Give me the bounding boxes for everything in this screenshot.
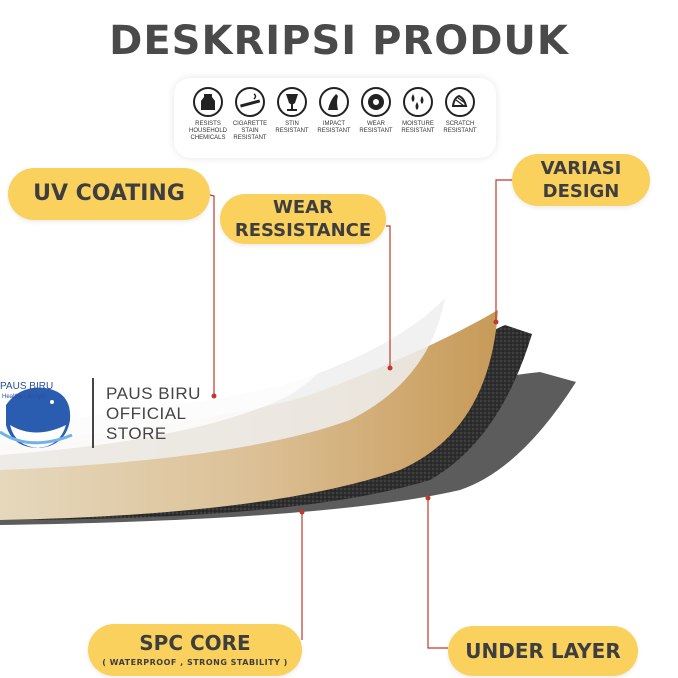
under-layer-leader [427, 498, 448, 649]
variasi-leader [495, 179, 512, 322]
impact-resistant-icon [319, 87, 349, 117]
stain-resistant-icon [277, 87, 307, 117]
feature-chemicals: RESISTS HOUSEHOLD CHEMICALS [188, 86, 228, 142]
scratch-resistant-icon [445, 87, 475, 117]
variasi-design-label: VARIASI DESIGN [512, 154, 650, 206]
feature-scratch: SCRATCH RESISTANT [440, 86, 480, 135]
feature-moisture: MOISTURE RESISTANT [398, 86, 438, 135]
feature-wear: WEAR RESISTANT [356, 86, 396, 135]
feature-cigarette: CIGARETTE STAIN RESISTANT [230, 86, 270, 142]
wear-resistant-icon [361, 87, 391, 117]
feature-stain: STIN RESISTANT [272, 86, 312, 135]
wear-resistance-label: WEAR RESSISTANCE [220, 194, 386, 244]
uv-coating-sheet [0, 308, 355, 455]
feature-impact: IMPACT RESISTANT [314, 86, 354, 135]
page-title: DESKRIPSI PRODUK [109, 18, 569, 64]
resists-household-chemicals-icon [193, 87, 223, 117]
brand-name: PAUS BIRU [0, 381, 54, 392]
under-layer-label: UNDER LAYER [448, 626, 638, 676]
brand-store-text: PAUS BIRU OFFICIAL STORE [106, 384, 201, 443]
moisture-resistant-icon [403, 87, 433, 117]
cigarette-stain-resistant-icon [235, 87, 265, 117]
brand-divider [92, 378, 94, 448]
spc-core-label: SPC CORE ( WATERPROOF , STRONG STABILITY… [88, 624, 302, 676]
wear-leader [386, 225, 391, 368]
uv-coating-leader [209, 194, 215, 396]
uv-coating-label: UV COATING [8, 168, 210, 220]
feature-icon-strip: RESISTS HOUSEHOLD CHEMICALS CIGARETTE ST… [174, 78, 496, 158]
whale-logo-icon [0, 387, 73, 448]
brand-tagline: Healthy Lifestyle [2, 394, 47, 400]
